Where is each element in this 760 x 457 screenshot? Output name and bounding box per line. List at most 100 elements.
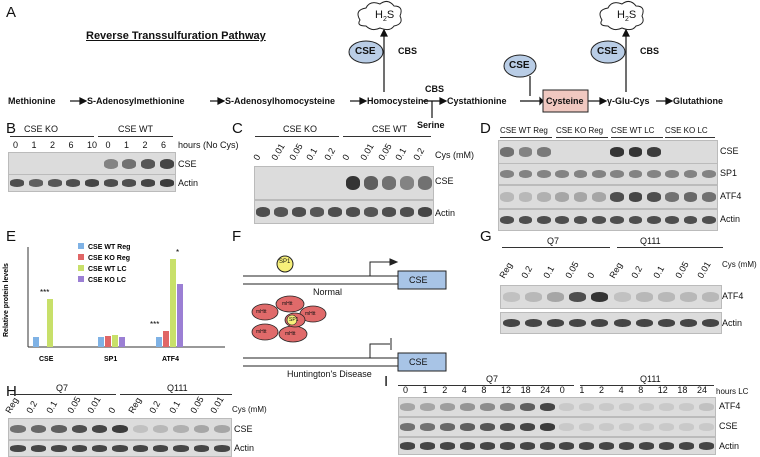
band [193, 445, 210, 452]
legend-swatch [78, 265, 84, 271]
lane-label: 0.01 [358, 141, 376, 162]
band [502, 318, 520, 328]
significance-atf4-right: * [176, 248, 179, 257]
panel-d-atf4-blot [498, 185, 718, 209]
band [346, 207, 360, 217]
band [536, 215, 551, 225]
panel-i-atf4-blot [398, 397, 716, 417]
panel-d-group-2: CSE KO Reg [556, 126, 604, 135]
panel-d-group-1: CSE WT Reg [500, 126, 548, 135]
band [579, 442, 595, 450]
band [499, 423, 515, 431]
band [579, 403, 595, 411]
panel-d-row-actin: Actin [720, 214, 741, 224]
band [103, 159, 118, 169]
band [638, 403, 654, 411]
band [30, 424, 47, 434]
band [559, 423, 575, 431]
band [500, 215, 515, 225]
lane-label: 1 [579, 385, 585, 395]
band [539, 403, 555, 411]
panel-label-i: I [384, 373, 389, 390]
band [658, 292, 675, 302]
lane-label: 8 [638, 385, 644, 395]
band [619, 403, 635, 411]
bar [112, 335, 118, 347]
band [91, 445, 108, 452]
band [310, 207, 324, 217]
band [518, 147, 533, 157]
band [256, 207, 270, 217]
lane-label: 0.1 [167, 399, 183, 415]
panel-g-atf4-blot [500, 285, 722, 309]
panel-label-f: F [232, 228, 242, 245]
band [460, 403, 476, 411]
band [638, 442, 654, 450]
band [382, 207, 396, 217]
band [518, 169, 533, 179]
band [400, 423, 416, 431]
band [440, 442, 456, 450]
pathway-arrows [70, 0, 674, 118]
band [678, 403, 694, 411]
band [683, 215, 698, 225]
legend-label: CSE KO LC [88, 277, 126, 284]
panel-f-mhtt-4: mHtt [256, 329, 267, 335]
lane-label: 0 [559, 385, 565, 395]
band [610, 169, 625, 179]
legend-label: CSE WT LC [88, 266, 127, 273]
lane-label: 2 [599, 385, 605, 395]
band [591, 192, 606, 202]
panel-b-row-actin: Actin [178, 178, 199, 188]
panel-i-group-q7: Q7 [486, 374, 499, 384]
band [91, 424, 108, 434]
band [591, 169, 606, 179]
band [519, 403, 535, 411]
lane-label: 0.05 [673, 259, 691, 280]
node-gamma-glu-cys: γ-Glu-Cys [607, 96, 650, 106]
band [658, 318, 675, 328]
node-cysteine: Cysteine [546, 96, 584, 106]
band [646, 169, 661, 179]
bar [177, 284, 183, 347]
bar [47, 299, 53, 347]
panel-f-sp1-normal: SP1 [279, 259, 291, 265]
band [628, 192, 643, 202]
band [132, 424, 149, 434]
lane-label: 0.01 [85, 394, 103, 415]
band [10, 179, 25, 187]
band [499, 403, 515, 411]
lane-label: 0.1 [541, 264, 557, 280]
node-methionine: Methionine [8, 96, 56, 106]
band [701, 192, 716, 202]
band [646, 215, 661, 225]
lane-label: 6 [161, 140, 167, 150]
lane-label: 0 [13, 140, 19, 150]
band [555, 169, 570, 179]
band [122, 179, 137, 187]
band [214, 424, 230, 434]
band [400, 207, 414, 217]
lane-label: 0.2 [629, 264, 645, 280]
panel-f-mhtt-3: mHtt [305, 311, 316, 317]
panel-b-group-ko: CSE KO [24, 124, 59, 134]
panel-d-sp1-blot [498, 163, 718, 185]
band [599, 442, 615, 450]
band [658, 442, 674, 450]
lane-label: 18 [520, 385, 531, 395]
band [140, 159, 156, 169]
bar [33, 337, 39, 347]
lane-label: 0.05 [187, 394, 206, 415]
band [152, 424, 169, 434]
band [701, 169, 716, 179]
panel-b-group-wt: CSE WT [118, 124, 153, 134]
legend-swatch [78, 243, 84, 249]
band [500, 147, 515, 157]
panel-h-row-cse: CSE [234, 424, 253, 434]
lane-label: 0 [340, 152, 352, 162]
panel-b-condition: hours (No Cys) [178, 140, 239, 150]
band [665, 169, 680, 179]
panel-label-c: C [232, 120, 243, 137]
band [635, 292, 653, 302]
band [665, 192, 680, 202]
